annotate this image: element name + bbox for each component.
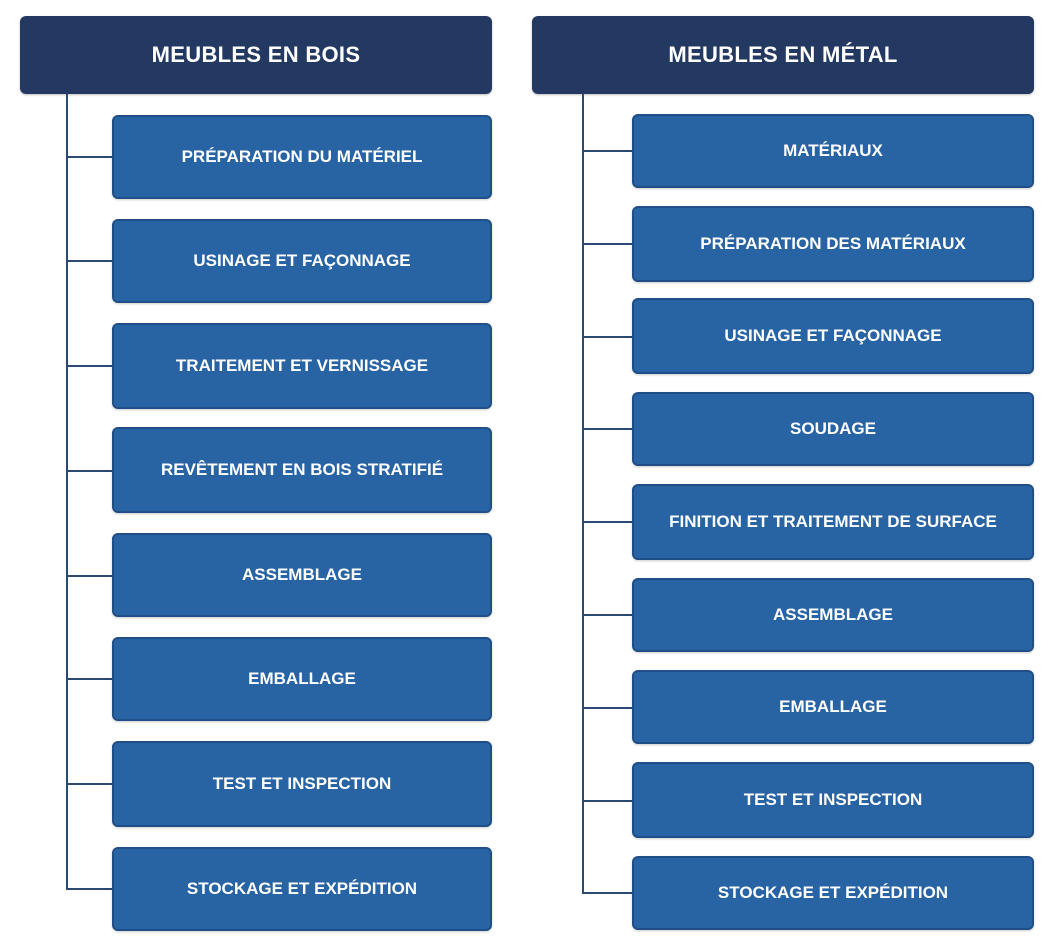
connector-right-branch — [582, 707, 633, 709]
metal-step-box: EMBALLAGE — [632, 670, 1034, 744]
connector-right-branch — [582, 521, 633, 523]
connector-left-branch — [66, 783, 113, 785]
metal-step-box: FINITION ET TRAITEMENT DE SURFACE — [632, 484, 1034, 560]
wood-step-box: TEST ET INSPECTION — [112, 741, 492, 827]
wood-step-box: REVÊTEMENT EN BOIS STRATIFIÉ — [112, 427, 492, 513]
wood-step-box: USINAGE ET FAÇONNAGE — [112, 219, 492, 303]
connector-left-branch — [66, 156, 113, 158]
connector-right-branch — [582, 150, 633, 152]
connector-left-branch — [66, 678, 113, 680]
metal-step-box: ASSEMBLAGE — [632, 578, 1034, 652]
metal-step-box: TEST ET INSPECTION — [632, 762, 1034, 838]
connector-right-branch — [582, 614, 633, 616]
connector-left-branch — [66, 888, 113, 890]
metal-step-box: USINAGE ET FAÇONNAGE — [632, 298, 1034, 374]
connector-right-branch — [582, 428, 633, 430]
header-wood-furniture: MEUBLES EN BOIS — [20, 16, 492, 94]
connector-left-branch — [66, 575, 113, 577]
metal-step-box: PRÉPARATION DES MATÉRIAUX — [632, 206, 1034, 282]
wood-step-box: TRAITEMENT ET VERNISSAGE — [112, 323, 492, 409]
connector-left-branch — [66, 470, 113, 472]
metal-step-box: SOUDAGE — [632, 392, 1034, 466]
connector-right-branch — [582, 800, 633, 802]
wood-step-box: STOCKAGE ET EXPÉDITION — [112, 847, 492, 931]
connector-left-branch — [66, 260, 113, 262]
wood-step-box: PRÉPARATION DU MATÉRIEL — [112, 115, 492, 199]
metal-step-box: MATÉRIAUX — [632, 114, 1034, 188]
connector-right-branch — [582, 243, 633, 245]
wood-step-box: ASSEMBLAGE — [112, 533, 492, 617]
metal-step-box: STOCKAGE ET EXPÉDITION — [632, 856, 1034, 930]
connector-right-trunk — [582, 94, 584, 893]
connector-right-branch — [582, 336, 633, 338]
wood-step-box: EMBALLAGE — [112, 637, 492, 721]
connector-left-branch — [66, 365, 113, 367]
connector-right-branch — [582, 892, 633, 894]
connector-left-trunk — [66, 94, 68, 890]
header-metal-furniture: MEUBLES EN MÉTAL — [532, 16, 1034, 94]
